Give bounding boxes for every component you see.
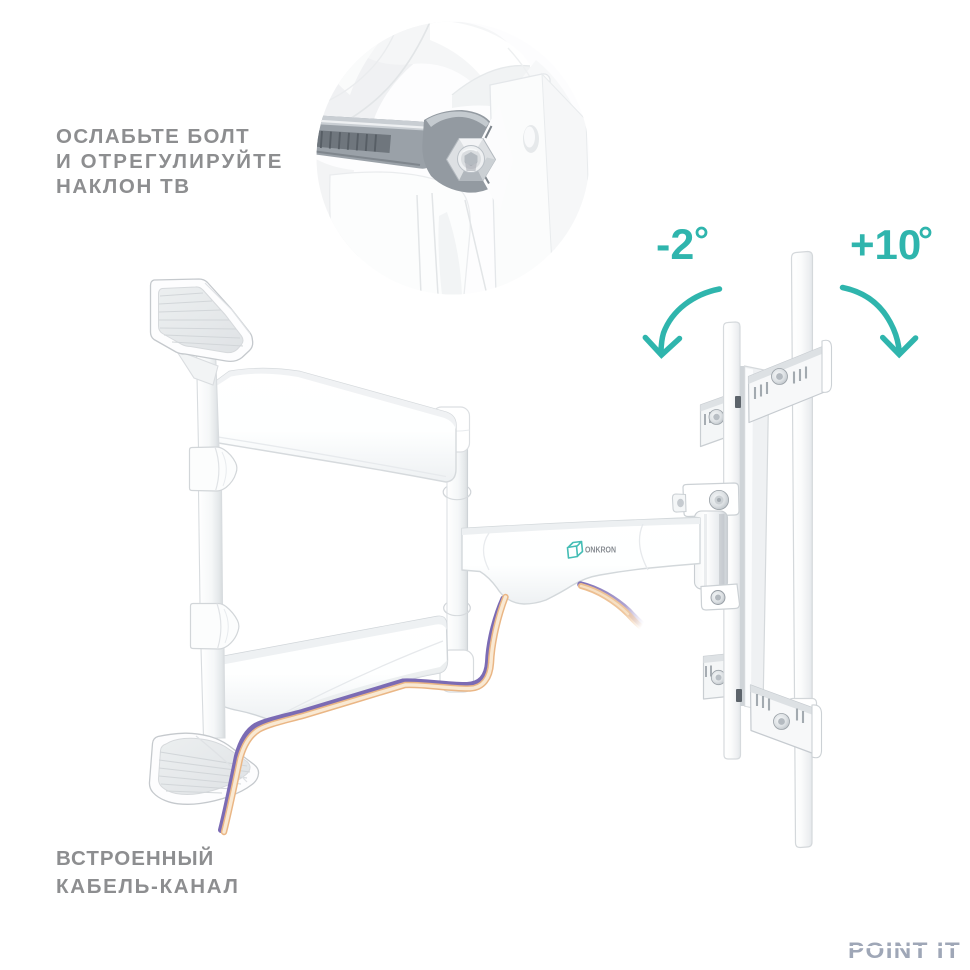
svg-text:ONKRON: ONKRON [585, 546, 616, 555]
svg-text:ВСТРОЕННЫЙ: ВСТРОЕННЫЙ [56, 846, 214, 870]
svg-text:POINT IT: POINT IT [848, 938, 961, 963]
svg-text:ОСЛАБЬТЕ БОЛТ: ОСЛАБЬТЕ БОЛТ [56, 125, 250, 148]
svg-text:+10: +10 [850, 221, 921, 268]
svg-text:-2: -2 [656, 221, 694, 269]
svg-text:И ОТРЕГУЛИРУЙТЕ: И ОТРЕГУЛИРУЙТЕ [56, 149, 284, 173]
svg-text:НАКЛОН ТВ: НАКЛОН ТВ [56, 175, 191, 198]
svg-text:КАБЕЛЬ-КАНАЛ: КАБЕЛЬ-КАНАЛ [56, 875, 240, 898]
